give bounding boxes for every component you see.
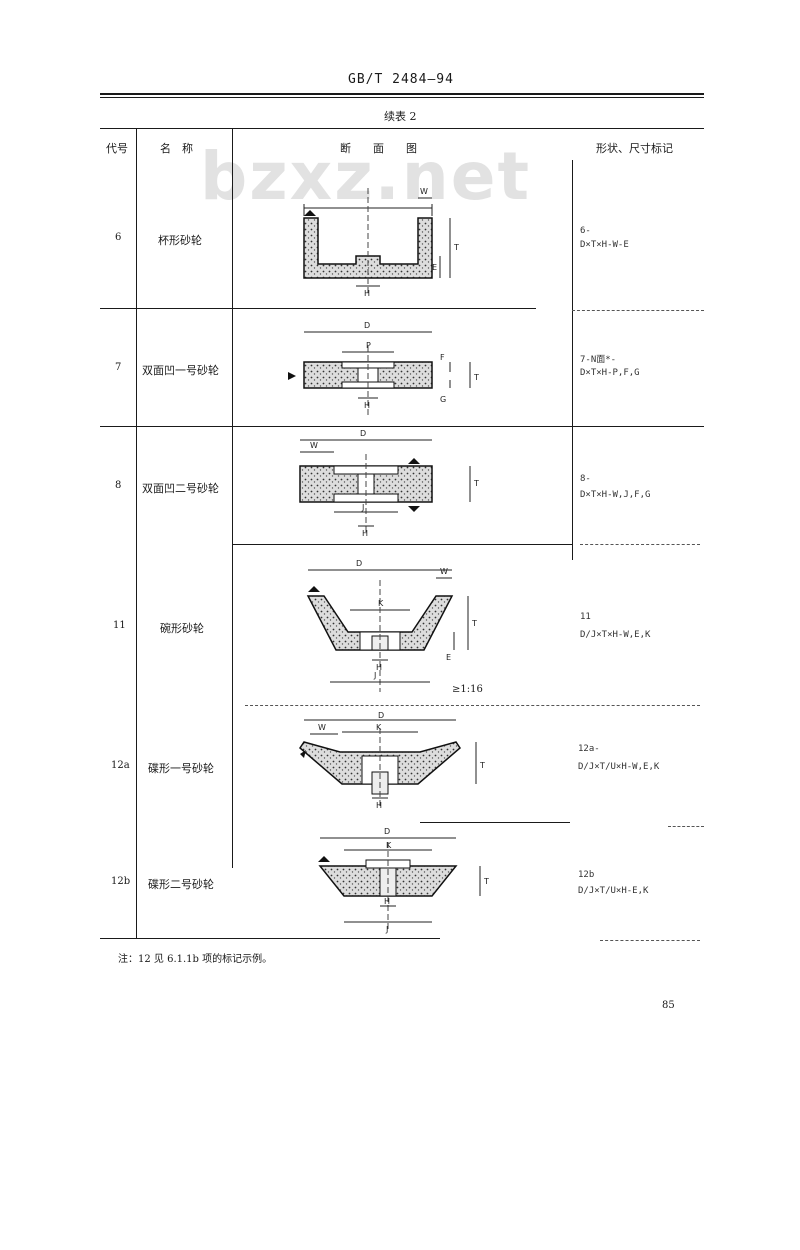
dish-wheel-1-section-drawing: D K T H W [299, 712, 485, 810]
row-separator-8-11-dashed [580, 544, 700, 545]
row-marking-line-2: D×T×H-W,J,F,G [580, 490, 651, 500]
svg-text:K: K [376, 723, 382, 732]
svg-text:E: E [446, 653, 451, 662]
row-separator-6-7 [100, 308, 536, 309]
svg-text:P: P [366, 341, 371, 350]
svg-text:K: K [386, 841, 392, 850]
table-top-border [100, 128, 704, 129]
svg-text:H: H [362, 529, 368, 538]
row-marking-line-1: 6- [580, 226, 591, 236]
column-header-marking: 形状、尺寸标记 [596, 142, 673, 155]
row-marking-line-2: D×T×H-P,F,G [580, 368, 640, 378]
dish-wheel-2-section-drawing: D K T H J [318, 827, 489, 934]
row-marking-line-1: 11 [580, 612, 591, 622]
svg-text:W: W [440, 567, 448, 576]
header-rule-thick [100, 93, 704, 95]
svg-text:W: W [318, 723, 326, 732]
svg-text:H: H [384, 897, 390, 906]
svg-text:J: J [361, 503, 364, 512]
row-marking-line-2: D/J×T×H-W,E,K [580, 630, 651, 640]
svg-text:J: J [385, 925, 388, 934]
svg-text:T: T [473, 479, 479, 488]
row-marking-line-2: D/J×T/U×H-W,E,K [578, 762, 660, 772]
column-header-name: 名 称 [160, 142, 193, 155]
svg-text:T: T [473, 373, 479, 382]
svg-text:T: T [453, 243, 459, 252]
svg-text:F: F [440, 353, 445, 362]
svg-text:E: E [432, 263, 437, 272]
row-code: 8 [115, 480, 122, 491]
row-separator-12a-12b-dashed [668, 826, 704, 827]
svg-text:T: T [479, 761, 485, 770]
svg-text:H: H [376, 801, 382, 810]
column-header-code: 代号 [106, 142, 128, 155]
table-bottom-border [100, 938, 440, 939]
svg-text:K: K [378, 599, 384, 608]
row-code: 12a [111, 760, 130, 771]
row-separator-11-12a [245, 705, 700, 706]
svg-text:H: H [364, 289, 370, 298]
column-divider-2 [232, 128, 233, 868]
double-recessed-wheel-1-section-drawing: D P T F G H [288, 321, 479, 416]
svg-text:T: T [483, 877, 489, 886]
table-title: 续表 2 [384, 110, 417, 123]
row-marking-line-1: 8- [580, 474, 591, 484]
svg-text:J: J [373, 671, 376, 680]
row-name: 杯形砂轮 [158, 234, 202, 247]
svg-text:D: D [356, 559, 362, 568]
row-separator-12a-12b [420, 822, 570, 823]
row-marking-line-1: 7-N面*- [580, 355, 617, 365]
row-marking-line-2: D/J×T/U×H-E,K [578, 886, 649, 896]
svg-text:D: D [384, 827, 390, 836]
page-number: 85 [662, 1000, 675, 1011]
row-name: 碟形一号砂轮 [148, 762, 214, 775]
row-code: 7 [115, 362, 122, 373]
svg-text:W: W [420, 187, 428, 196]
svg-text:W: W [310, 441, 318, 450]
row-separator-6-7-dashed [572, 310, 704, 311]
row-code: 6 [115, 232, 122, 243]
svg-text:D: D [360, 430, 366, 438]
svg-text:D: D [364, 321, 370, 330]
row-name: 碗形砂轮 [160, 622, 204, 635]
column-divider-3 [572, 160, 573, 560]
standard-number: GB/T 2484—94 [348, 72, 454, 87]
svg-text:H: H [376, 663, 382, 672]
bowl-wheel-section-drawing: D K T E H J W [306, 559, 477, 692]
row-marking-line-1: 12b [578, 870, 595, 880]
svg-text:G: G [440, 395, 446, 404]
double-recessed-wheel-2-section-drawing: D W T J H [299, 430, 479, 538]
row-code: 12b [111, 876, 131, 887]
svg-text:T: T [471, 619, 477, 628]
svg-text:H: H [364, 401, 370, 410]
column-divider-1 [136, 128, 137, 938]
row-name: 双面凹二号砂轮 [142, 482, 219, 495]
table-bottom-border-dashed [600, 940, 700, 941]
row-name: 碟形二号砂轮 [148, 878, 214, 891]
row-marking-line-1: 12a- [578, 744, 600, 754]
cup-wheel-section-drawing: T E H W [303, 187, 459, 298]
watermark: bzxz.net [200, 138, 532, 215]
row-marking-line-2: D×T×H-W-E [580, 240, 629, 250]
row-separator-8-11 [232, 544, 572, 545]
row-name: 双面凹一号砂轮 [142, 364, 219, 377]
svg-text:D: D [378, 712, 384, 720]
row-code: 11 [113, 620, 126, 631]
drawing-scale-note: ≥1:16 [452, 684, 483, 695]
column-header-section: 断 面 图 [340, 142, 417, 155]
footnote: 注：12 见 6.1.1b 项的标记示例。 [118, 954, 273, 965]
row-separator-7-8 [100, 426, 704, 427]
header-rule-thin [100, 97, 704, 98]
